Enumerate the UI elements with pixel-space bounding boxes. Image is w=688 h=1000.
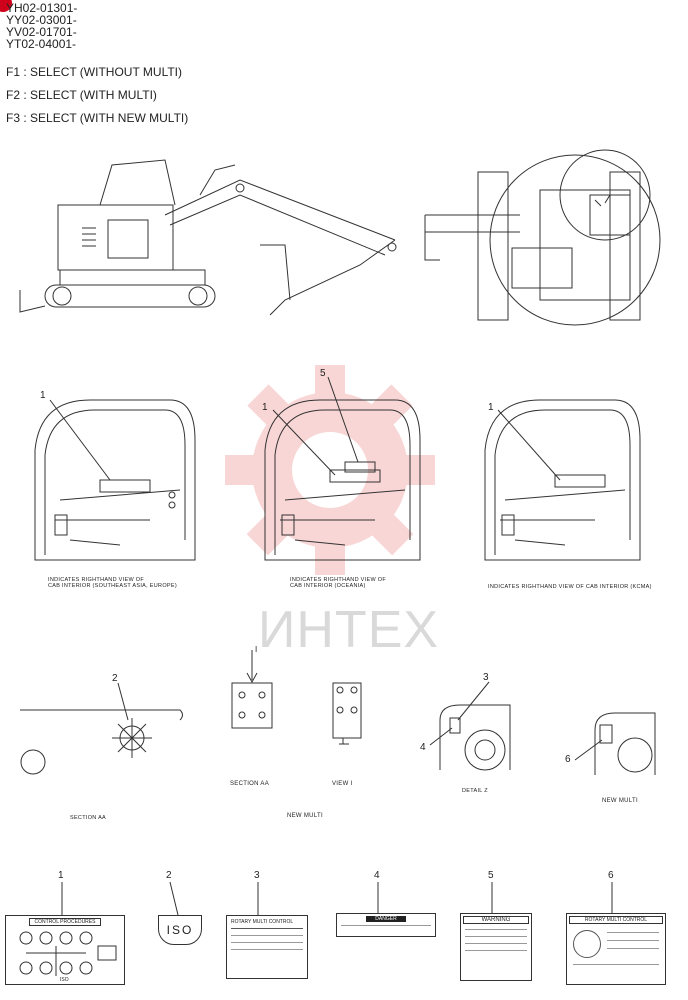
watermark-text: ИНТЕХ bbox=[258, 601, 440, 659]
decal-5-text-line bbox=[465, 929, 527, 931]
callout-5-view2: 5 bbox=[320, 368, 326, 379]
decal-rotary-multi-control-2: ROTARY MULTI CONTROL bbox=[566, 913, 666, 985]
decal-warning: WARNING bbox=[460, 913, 532, 981]
decal-danger: DANGER bbox=[336, 913, 436, 937]
section-aa-left bbox=[20, 682, 183, 775]
decal-1-footer: ISO bbox=[60, 977, 69, 983]
decal-6-text-line bbox=[607, 948, 659, 949]
decal-5-text-line bbox=[465, 936, 527, 938]
callout-2: 2 bbox=[112, 673, 118, 684]
caption-section-aa-center: SECTION AA bbox=[230, 781, 270, 787]
caption-cab-view-3: INDICATES RIGHTHAND VIEW OF CAB INTERIOR… bbox=[488, 584, 652, 590]
decal-4-text-line bbox=[341, 925, 431, 927]
serial-item: YY02-03001- bbox=[6, 13, 77, 27]
caption-new-multi-center: NEW MULTI bbox=[287, 813, 323, 819]
decal-1-symbols bbox=[19, 931, 117, 976]
callout-3: 3 bbox=[483, 672, 489, 683]
decal-control-procedures: CONTROL PROCEDURES ISO bbox=[5, 915, 125, 985]
detail-z-view bbox=[429, 681, 511, 771]
decal-3-text-line bbox=[231, 935, 303, 937]
decal-5-title: WARNING bbox=[463, 916, 529, 924]
decal-leaders bbox=[61, 881, 613, 916]
new-multi-right-view bbox=[574, 712, 656, 775]
caption-cab-view-1: INDICATES RIGHTHAND VIEW OF CAB INTERIOR… bbox=[48, 577, 177, 589]
callout-4: 4 bbox=[420, 742, 426, 753]
caption-section-aa-left: SECTION AA bbox=[70, 815, 107, 821]
decal-6-text-line bbox=[607, 940, 659, 941]
decal-3-text-line bbox=[231, 942, 303, 944]
callout-6: 6 bbox=[565, 754, 571, 765]
decal-3-text-line bbox=[231, 928, 303, 930]
cab-interior-view-1 bbox=[34, 399, 196, 561]
decal-6-text-line bbox=[607, 932, 659, 933]
valve-view-i bbox=[332, 682, 362, 745]
callout-1-view3: 1 bbox=[488, 402, 494, 413]
serial-item: YT02-04001- bbox=[6, 37, 77, 51]
corner-marker bbox=[0, 0, 12, 12]
callout-1-view1: 1 bbox=[40, 390, 46, 401]
decal-4-title: DANGER bbox=[366, 916, 406, 922]
caption-view-i: VIEW I bbox=[332, 781, 353, 787]
decal-2-title: ISO bbox=[166, 923, 194, 937]
decal-3-title: ROTARY MULTI CONTROL bbox=[231, 919, 294, 925]
decal-iso: ISO bbox=[158, 915, 202, 945]
decal-number-6: 6 bbox=[608, 870, 614, 881]
decal-5-text-line bbox=[465, 950, 527, 952]
decal-3-text-line bbox=[231, 949, 303, 951]
serial-item: YH02-01301- bbox=[6, 1, 78, 15]
decal-rotary-multi-control: ROTARY MULTI CONTROL bbox=[226, 915, 308, 979]
valve-section-aa bbox=[231, 650, 273, 729]
decal-number-2: 2 bbox=[166, 870, 172, 881]
caption-cab-view-2: INDICATES RIGHTHAND VIEW OF CAB INTERIOR… bbox=[290, 577, 387, 589]
decal-1-title: CONTROL PROCEDURES bbox=[29, 918, 101, 926]
decal-number-3: 3 bbox=[254, 870, 260, 881]
cab-interior-view-2 bbox=[264, 376, 421, 561]
serial-item: YV02-01701- bbox=[6, 25, 77, 39]
decal-6-text-line bbox=[573, 964, 659, 965]
callout-1-view2: 1 bbox=[262, 402, 268, 413]
decal-number-1: 1 bbox=[58, 870, 64, 881]
caption-detail-z: DETAIL Z bbox=[462, 788, 488, 794]
excavator-top-view bbox=[424, 149, 661, 326]
cab-interior-view-3 bbox=[484, 399, 641, 561]
caption-new-multi-right: NEW MULTI bbox=[602, 798, 638, 804]
decal-number-5: 5 bbox=[488, 870, 494, 881]
decal-6-title: ROTARY MULTI CONTROL bbox=[569, 916, 663, 924]
decal-5-text-line bbox=[465, 943, 527, 945]
excavator-side-view bbox=[19, 159, 397, 316]
view-i-marker: I bbox=[255, 645, 258, 654]
decal-6-dial-icon bbox=[573, 930, 601, 958]
option-f3: F3 : SELECT (WITH NEW MULTI) bbox=[6, 111, 189, 125]
option-f1: F1 : SELECT (WITHOUT MULTI) bbox=[6, 65, 183, 79]
serial-list: YH02-01301- YY02-03001- YV02-01701- YT02… bbox=[6, 2, 77, 50]
decal-number-4: 4 bbox=[374, 870, 380, 881]
option-f2: F2 : SELECT (WITH MULTI) bbox=[6, 88, 157, 102]
